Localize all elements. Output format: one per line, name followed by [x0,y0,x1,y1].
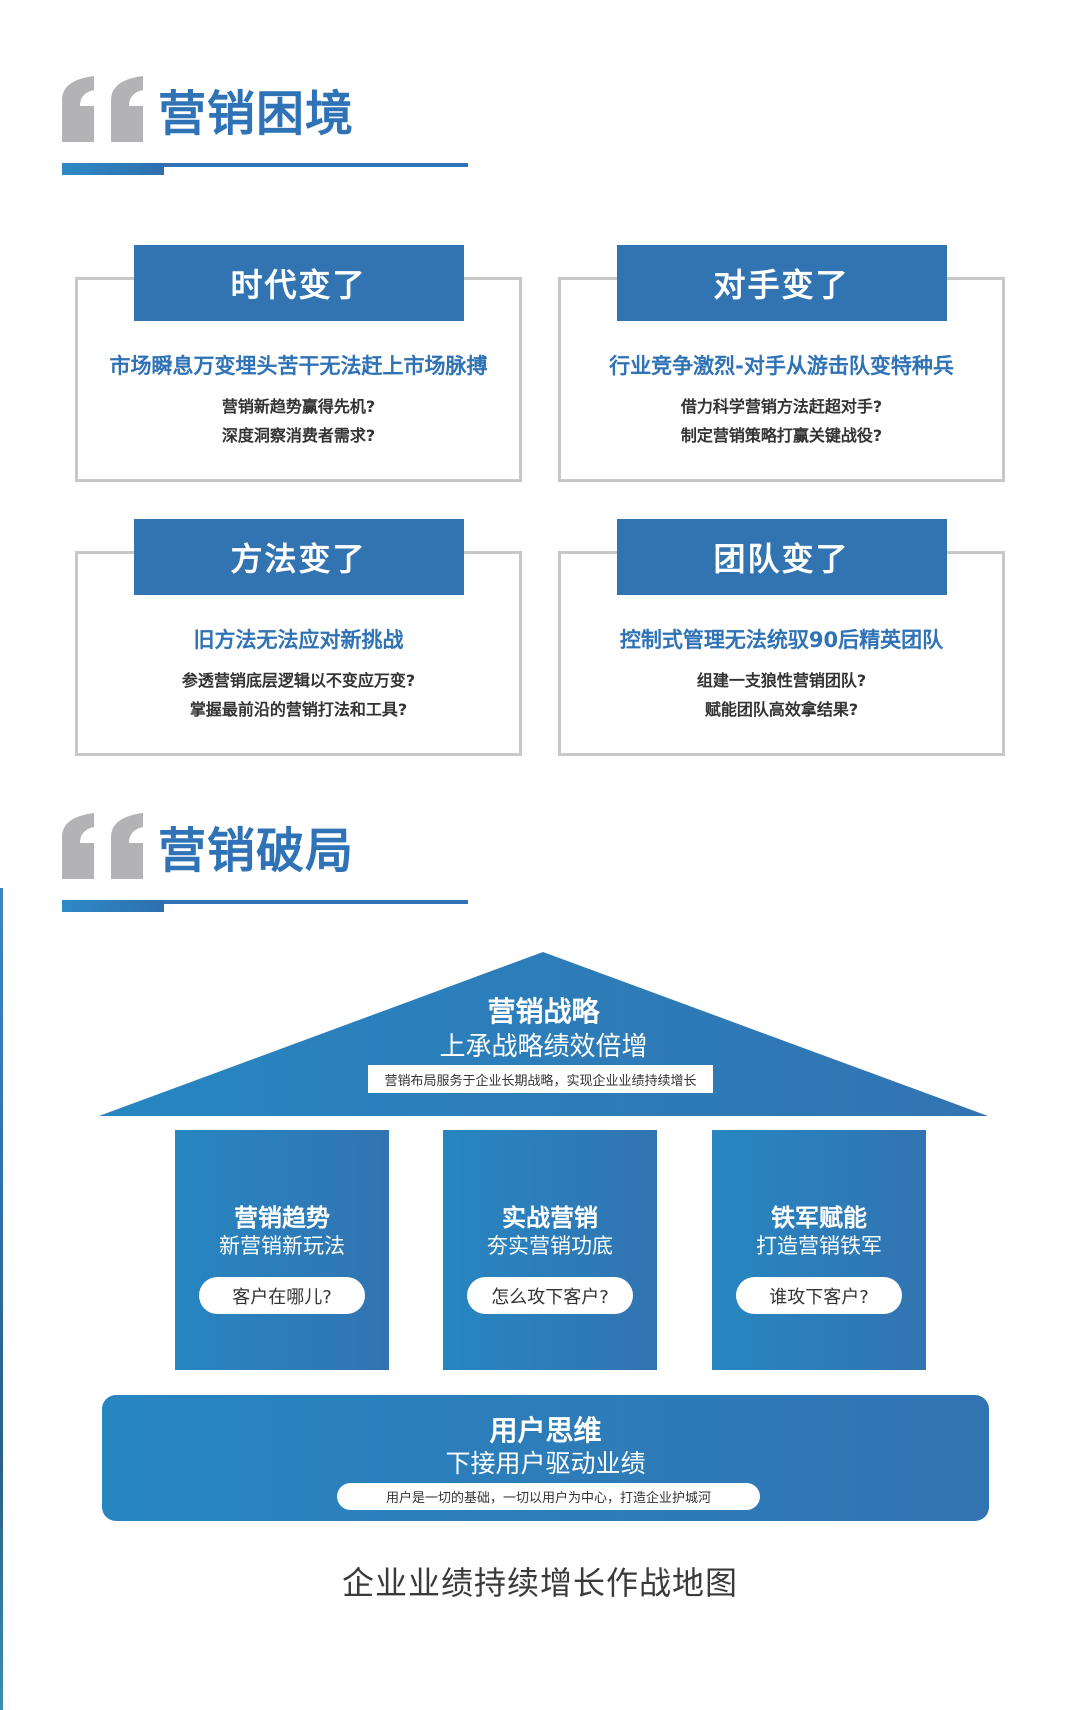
pillar-subtitle: 夯实营销功底 [487,1234,613,1258]
card-headline: 市场瞬息万变埋头苦干无法赶上市场脉搏 [109,354,488,378]
card-question: 营销新趋势赢得先机? [221,397,376,416]
diagram-caption: 企业业绩持续增长作战地图 [341,1564,738,1602]
dilemma-card-era: 时代变了 市场瞬息万变埋头苦干无法赶上市场脉搏 营销新趋势赢得先机? 深度洞察消… [75,245,522,482]
pillar-subtitle: 新营销新玩法 [219,1234,345,1258]
pillar-title: 铁军赋能 [771,1204,867,1232]
pillar-subtitle: 打造营销铁军 [756,1234,882,1258]
card-question: 组建一支狼性营销团队? [696,671,867,690]
roof-title: 营销战略 [487,995,600,1028]
card-headline: 行业竞争激烈-对手从游击队变特种兵 [609,354,954,378]
dilemma-card-competitor: 对手变了 行业竞争激烈-对手从游击队变特种兵 借力科学营销方法赶超对手? 制定营… [558,245,1005,482]
card-headline: 控制式管理无法统驭90后精英团队 [619,628,944,652]
card-tag: 方法变了 [133,519,464,595]
pillar-team-empowerment: 铁军赋能 打造营销铁军 谁攻下客户? [712,1130,926,1370]
user-thinking-base: 用户思维 下接用户驱动业绩 用户是一切的基础，一切以用户为中心，打造企业护城河 [102,1395,989,1521]
card-question: 深度洞察消费者需求? [221,426,376,445]
roof-subtitle: 上承战略绩效倍增 [439,1032,648,1062]
card-tag: 团队变了 [616,519,947,595]
card-headline: 旧方法无法应对新挑战 [193,628,404,652]
quote-icon [62,813,143,879]
strategy-roof [99,952,988,1116]
quote-icon [62,76,143,142]
pillar-question-pill: 怎么攻下客户? [467,1277,633,1314]
base-note-pill: 用户是一切的基础，一切以用户为中心，打造企业护城河 [337,1483,760,1510]
pillar-title: 实战营销 [502,1204,598,1232]
section-header-dilemma: 营销困境 [62,76,472,176]
title-underline [62,163,468,167]
pillar-question-pill: 谁攻下客户? [736,1277,902,1314]
card-question: 掌握最前沿的营销打法和工具? [189,700,408,719]
title-underline [62,900,468,904]
section-title: 营销破局 [158,823,355,879]
pillar-title: 营销趋势 [234,1204,330,1232]
card-tag: 对手变了 [616,245,947,321]
roof-note: 营销布局服务于企业长期战略，实现企业业绩持续增长 [368,1065,713,1093]
left-edge-accent-line [0,888,3,1710]
pillar-practical-marketing: 实战营销 夯实营销功底 怎么攻下客户? [443,1130,657,1370]
card-tag: 时代变了 [133,245,464,321]
title-underline-accent [62,163,164,175]
section-header-breakthrough: 营销破局 [62,813,472,913]
title-underline-accent [62,900,164,912]
card-question: 借力科学营销方法赶超对手? [680,397,883,416]
base-title: 用户思维 [489,1414,602,1447]
section-title: 营销困境 [158,86,355,142]
pillar-question-pill: 客户在哪儿? [199,1277,365,1314]
card-question: 制定营销策略打赢关键战役? [680,426,883,445]
pillar-marketing-trend: 营销趋势 新营销新玩法 客户在哪儿? [175,1130,389,1370]
card-question: 参透营销底层逻辑以不变应万变? [181,671,416,690]
dilemma-card-team: 团队变了 控制式管理无法统驭90后精英团队 组建一支狼性营销团队? 赋能团队高效… [558,519,1005,756]
dilemma-card-method: 方法变了 旧方法无法应对新挑战 参透营销底层逻辑以不变应万变? 掌握最前沿的营销… [75,519,522,756]
base-subtitle: 下接用户驱动业绩 [445,1449,646,1478]
card-question: 赋能团队高效拿结果? [704,700,859,719]
